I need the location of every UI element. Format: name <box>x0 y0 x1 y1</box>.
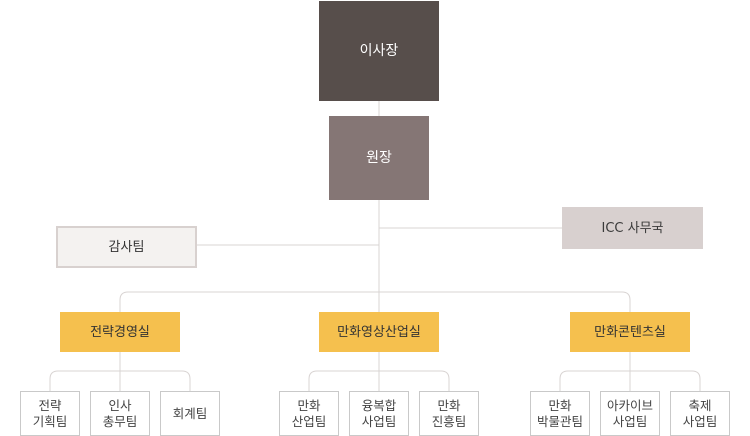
department-label: 전략경영실 <box>90 324 150 340</box>
team-label: 회계팀 <box>172 405 208 421</box>
department-box-content: 만화콘텐츠실 <box>570 312 690 352</box>
audit-team-box: 감사팀 <box>56 226 197 268</box>
team-box: 축제 사업팀 <box>670 391 730 436</box>
team-box: 전략 기획팀 <box>20 391 80 436</box>
team-label: 만화 박물관팀 <box>536 397 583 429</box>
chairman-box: 이사장 <box>319 1 439 101</box>
team-label: 만화 진흥팀 <box>431 397 467 429</box>
team-box: 만화 박물관팀 <box>530 391 590 436</box>
team-box: 회계팀 <box>160 391 220 436</box>
department-label: 만화영상산업실 <box>337 324 421 340</box>
team-label: 인사 총무팀 <box>102 397 138 429</box>
team-label: 축제 사업팀 <box>682 397 718 429</box>
icc-office-label: ICC 사무국 <box>601 220 664 236</box>
chairman-label: 이사장 <box>359 42 399 59</box>
team-label: 융복합 사업팀 <box>361 397 397 429</box>
team-box: 인사 총무팀 <box>90 391 150 436</box>
director-label: 원장 <box>366 149 392 166</box>
team-label: 전략 기획팀 <box>32 397 68 429</box>
team-box: 만화 산업팀 <box>279 391 339 436</box>
team-label: 아카이브 사업팀 <box>606 397 653 429</box>
department-box-industry: 만화영상산업실 <box>319 312 439 352</box>
team-box: 융복합 사업팀 <box>349 391 409 436</box>
team-label: 만화 산업팀 <box>291 397 327 429</box>
audit-team-label: 감사팀 <box>108 239 145 255</box>
director-box: 원장 <box>329 116 429 200</box>
icc-office-box: ICC 사무국 <box>562 207 703 249</box>
department-label: 만화콘텐츠실 <box>594 324 666 340</box>
team-box: 만화 진흥팀 <box>419 391 479 436</box>
team-box: 아카이브 사업팀 <box>600 391 660 436</box>
department-box-strategy: 전략경영실 <box>60 312 180 352</box>
